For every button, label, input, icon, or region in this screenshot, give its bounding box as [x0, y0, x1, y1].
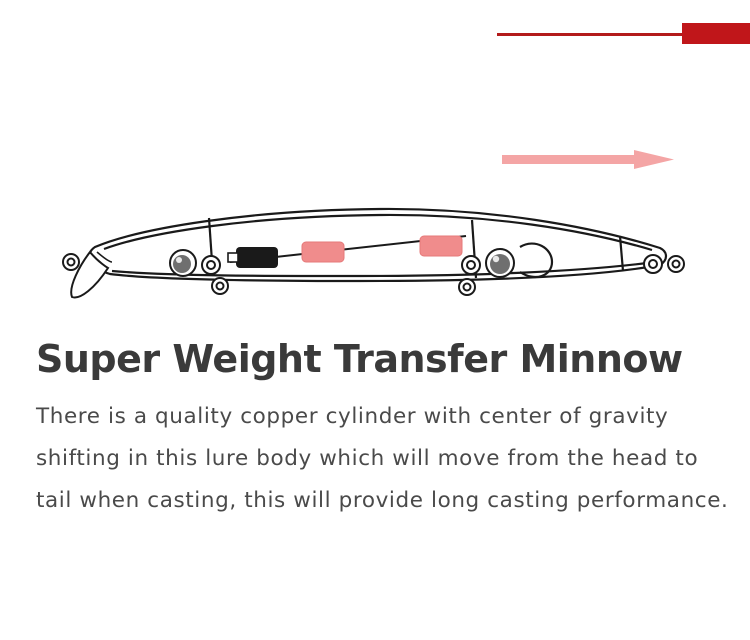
weight-marker-tail — [419, 235, 463, 257]
weight-marker-mid — [301, 241, 345, 263]
steel-ball-rear — [485, 248, 515, 278]
arrow-right-icon — [502, 150, 674, 169]
lure-illustration — [62, 150, 685, 299]
accent-line — [497, 33, 683, 36]
steel-ball-front — [169, 249, 197, 277]
split-rings — [62, 253, 685, 296]
lure-lip — [70, 250, 110, 299]
accent-block — [682, 23, 750, 44]
copper-cylinder — [236, 247, 278, 268]
product-description: There is a quality copper cylinder with … — [36, 404, 729, 513]
page-title: Super Weight Transfer Minnow — [36, 337, 683, 381]
